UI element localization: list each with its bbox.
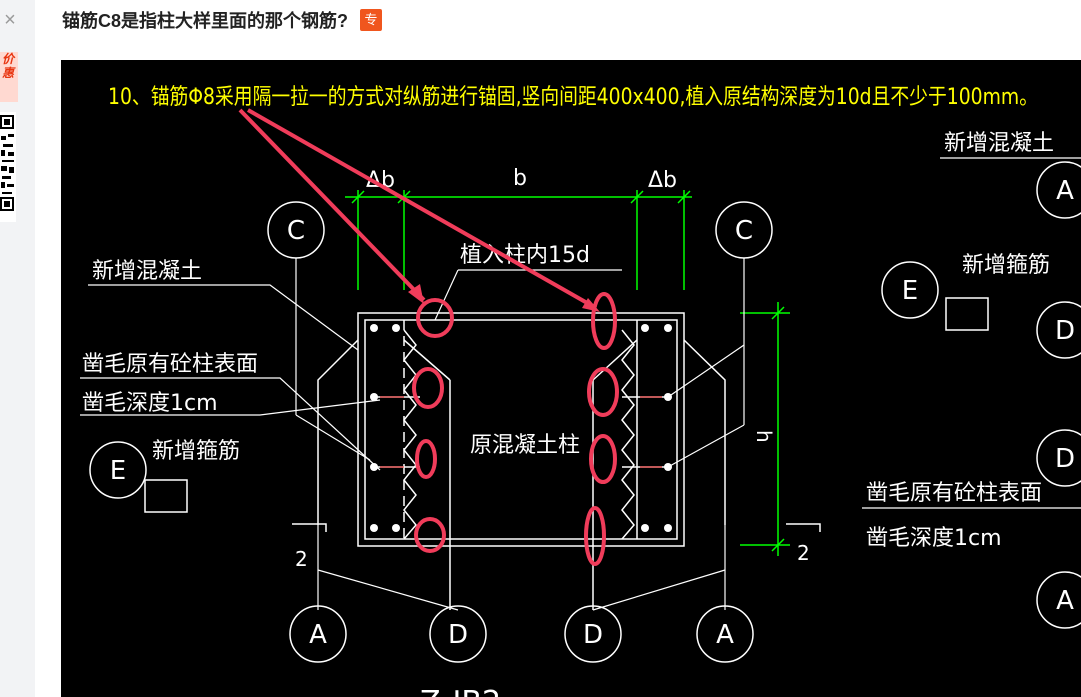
- dim-h: h: [752, 430, 776, 443]
- column-reinforcement-detail: 10、锚筋Φ8采用隔一拉一的方式对纵筋进行锚固,竖向间距400x400,植入原结…: [80, 85, 1081, 697]
- label-embed-15d: 植入柱内15d: [460, 243, 590, 268]
- label-chisel-depth-left: 凿毛深度1cm: [82, 391, 218, 416]
- section-marks: [292, 523, 821, 532]
- dim-delta-b-right: Δb: [648, 168, 677, 193]
- cad-drawing-image: 10、锚筋Φ8采用隔一拉一的方式对纵筋进行锚固,竖向间距400x400,植入原结…: [61, 60, 1081, 697]
- anchor-bar-note: 10、锚筋Φ8采用隔一拉一的方式对纵筋进行锚固,竖向间距400x400,植入原结…: [108, 85, 1038, 110]
- label-new-stirrup-left: 新增箍筋: [152, 439, 240, 464]
- label-chisel-surface-left: 凿毛原有砼柱表面: [82, 352, 258, 377]
- bubble-d-far-right-1: D: [1055, 316, 1075, 346]
- label-chisel-depth-right: 凿毛深度1cm: [866, 526, 1002, 551]
- red-annotations: [238, 108, 619, 566]
- longitudinal-rebars: [370, 324, 672, 532]
- bubble-d-right: D: [583, 620, 603, 650]
- bubble-d-far-right-2: D: [1055, 444, 1075, 474]
- section-mark-left: 2: [295, 547, 308, 571]
- qr-code-icon: [0, 112, 16, 222]
- bubble-c-left: C: [287, 216, 305, 246]
- bubble-a-far-right-bottom: A: [1056, 586, 1074, 616]
- anchor-bar-red-marks: [380, 396, 662, 468]
- left-rail: × 价 惠: [0, 0, 35, 697]
- label-original-column: 原混凝土柱: [470, 433, 580, 458]
- grid-bubbles: [89, 161, 1081, 663]
- dim-b: b: [513, 166, 527, 191]
- label-new-concrete-left: 新增混凝土: [92, 259, 202, 284]
- bubble-a-far-right-top: A: [1056, 176, 1074, 206]
- bubble-c-right: C: [735, 216, 753, 246]
- ad-text-1: 价: [2, 52, 15, 66]
- red-arrowheads: [408, 284, 600, 312]
- ad-text-2: 惠: [2, 66, 15, 80]
- label-new-concrete-right: 新增混凝土: [944, 131, 1054, 156]
- column-outline: [317, 312, 726, 610]
- bubble-d-left: D: [448, 620, 468, 650]
- label-chisel-surface-right: 凿毛原有砼柱表面: [866, 481, 1042, 506]
- bubble-a-left: A: [309, 620, 327, 650]
- bubble-e-left: E: [110, 456, 126, 486]
- ad-thumbnail[interactable]: 价 惠: [0, 52, 18, 102]
- leader-lines: [80, 157, 1081, 611]
- section-mark-right: 2: [797, 541, 810, 565]
- close-icon[interactable]: ×: [4, 9, 16, 31]
- bottom-cut-title: Z-JB2: [420, 685, 501, 697]
- question-title: 锚筋C8是指柱大样里面的那个钢筋?: [62, 11, 349, 31]
- bubble-a-right: A: [716, 620, 734, 650]
- expert-badge[interactable]: 专: [360, 9, 383, 31]
- question-header: 锚筋C8是指柱大样里面的那个钢筋? 专: [62, 6, 383, 34]
- bubble-e-right: E: [902, 276, 918, 306]
- label-new-stirrup-right: 新增箍筋: [962, 253, 1050, 278]
